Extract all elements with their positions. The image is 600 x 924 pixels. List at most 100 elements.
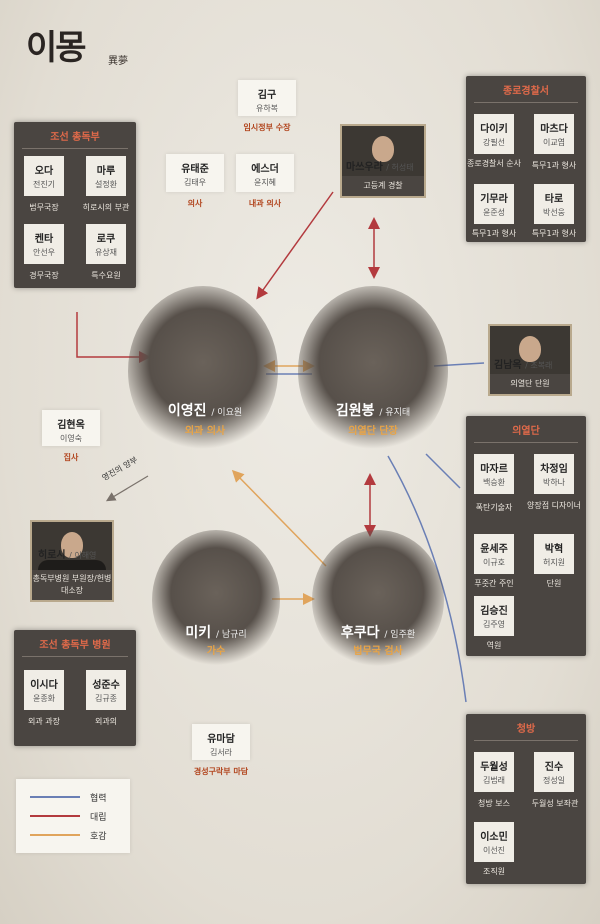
member-role: 단원 [546, 579, 562, 588]
portrait-kimnamok: 의열단 단원 [488, 324, 572, 396]
logo-subtitle: 異夢 [108, 56, 128, 67]
miki-role: 가수 [206, 646, 226, 657]
divider [474, 102, 578, 103]
cheongbang-box-title: 청방 [516, 724, 536, 735]
divider [474, 740, 578, 741]
legend-item: 협력 [30, 791, 120, 804]
legend-label: 호감 [90, 832, 107, 842]
member-role: 외과 과장 [28, 717, 60, 726]
legend-item: 호감 [30, 829, 120, 842]
kimnamok-name: 김남옥 / 조복래 [494, 360, 553, 371]
member-role: 경무국장 [29, 271, 59, 280]
role-esther: 내과 의사 [248, 199, 282, 208]
legend-swatch [30, 834, 80, 836]
role-yumadam: 경성구락부 마담 [193, 767, 249, 776]
face [519, 336, 541, 362]
kimnamok-role: 의열단 단원 [490, 374, 570, 394]
legend-label: 협력 [90, 794, 107, 804]
wonbong-name: 김원봉 / 유지태 [335, 403, 411, 419]
member-role: 종로경찰서 순사 [466, 159, 522, 168]
line-yeongjin-hiroshi [105, 475, 149, 502]
role-kimhyeonok: 집사 [63, 453, 79, 462]
role-kimgu: 임시정부 수장 [243, 123, 291, 132]
yeongjin-role: 외과 의사 [184, 426, 226, 437]
miki-name: 미키 / 남규리 [185, 625, 247, 641]
hiroshi-role: 총독부병원 부원장/헌병대소장 [32, 570, 112, 600]
member-role: 두월성 보좌관 [531, 799, 579, 808]
divider [22, 148, 128, 149]
role-yutaejun: 의사 [187, 199, 203, 208]
legend-item: 대립 [30, 810, 120, 823]
member-role: 특무1과 형사 [531, 229, 577, 238]
fukuda-role: 법무국 검사 [353, 646, 403, 657]
hospital-box-title: 조선 총독부 병원 [39, 640, 111, 651]
member-role: 외과의 [94, 717, 118, 726]
yeongjin-figure [128, 286, 278, 456]
wonbong-figure [298, 286, 448, 456]
matsuura-role: 고등계 경찰 [342, 176, 424, 196]
fukuda-name: 후쿠다 / 임주환 [340, 625, 416, 641]
line-matsuura-yeongjin [256, 191, 334, 300]
police-box-title: 종로경찰서 [503, 86, 549, 97]
hiroshi-name: 히로시 / 이해영 [38, 550, 97, 561]
portrait-matsuura: 고등계 경찰 [340, 124, 426, 198]
divider [22, 656, 128, 657]
wonbong-role: 의열단 단장 [348, 426, 398, 437]
fukuda-figure [312, 530, 444, 670]
member-role: 폭탄기술자 [475, 503, 513, 512]
line-governor-yeongjin [76, 312, 151, 363]
matsuura-name: 마쓰우라 / 허성태 [346, 162, 414, 173]
legend: 협력 대립 호감 [16, 779, 130, 853]
member-role: 특무1과 형사 [531, 161, 577, 170]
member-role: 청방 보스 [478, 799, 510, 808]
member-role: 양장점 디자이너 [526, 501, 582, 510]
divider [474, 442, 578, 443]
member-role: 특무1과 형사 [471, 229, 517, 238]
legend-swatch [30, 796, 80, 798]
yeongjin-name: 이영진 / 이요원 [167, 403, 243, 419]
member-role: 특수요원 [91, 271, 121, 280]
member-role: 법무국장 [29, 203, 59, 212]
member-role: 역원 [486, 641, 502, 650]
member-role: 히로시의 부관 [82, 203, 130, 212]
logo-title: 이몽 [26, 28, 87, 68]
line-fukuda-yeongjin [231, 469, 327, 567]
uiyeoldan-box-title: 의열단 [512, 426, 540, 437]
governor-box-title: 조선 총독부 [50, 132, 100, 143]
legend-label: 대립 [90, 813, 107, 823]
miki-figure [152, 530, 280, 670]
face [372, 136, 394, 162]
line-wonbong-uiyeoldan [425, 453, 461, 489]
portrait-hiroshi: 총독부병원 부원장/헌병대소장 [30, 520, 114, 602]
member-role: 조직원 [482, 867, 506, 876]
legend-swatch [30, 815, 80, 817]
